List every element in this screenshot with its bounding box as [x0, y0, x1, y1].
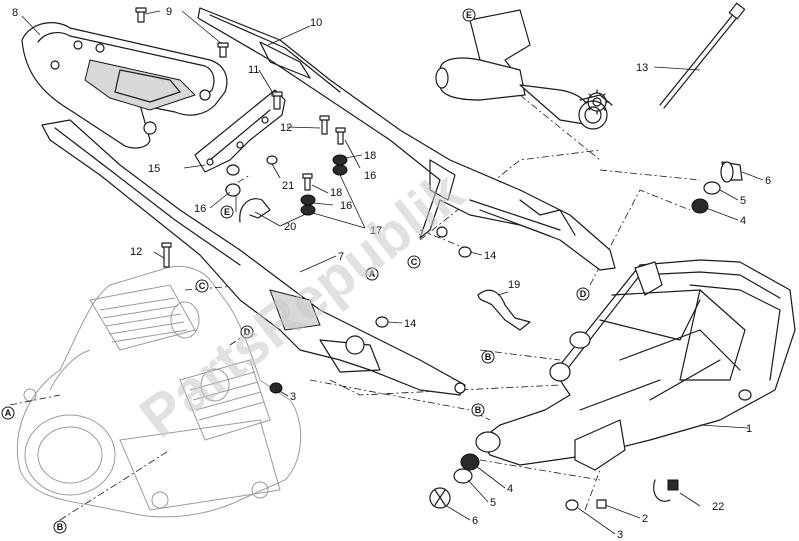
ref-marker-a-left: A: [1, 406, 15, 420]
clamp-19: [477, 289, 531, 331]
wire-clip-20: [239, 198, 271, 223]
svg-text:B: B: [475, 405, 482, 415]
ref-marker-b-bottom: B: [53, 520, 67, 534]
svg-text:E: E: [224, 207, 230, 217]
svg-text:C: C: [411, 257, 418, 267]
svg-text:A: A: [369, 269, 376, 279]
callout-11: 11: [248, 64, 259, 76]
callout-3b: 3: [617, 529, 623, 541]
subframe-upper-rail: [197, 7, 616, 271]
callout-9: 9: [166, 6, 172, 18]
svg-text:A: A: [5, 408, 12, 418]
callout-7: 7: [338, 251, 344, 263]
callout-15: 15: [148, 163, 160, 175]
hardware: [135, 7, 743, 511]
callout-13: 13: [636, 62, 648, 74]
callout-20: 20: [284, 221, 296, 233]
callout-4a: 4: [740, 215, 746, 227]
svg-text:C: C: [199, 281, 206, 291]
callout-14b: 14: [404, 318, 416, 330]
callout-18b: 18: [330, 187, 342, 199]
callout-18a: 18: [364, 150, 376, 162]
footrest-bracket: [435, 9, 613, 130]
callout-6b: 6: [472, 515, 478, 527]
svg-text:D: D: [580, 289, 587, 299]
engine-illustration: [16, 265, 302, 518]
ref-marker-c-frame: C: [407, 255, 421, 269]
callout-3a: 3: [290, 391, 296, 403]
callout-16b: 16: [364, 170, 376, 182]
callout-4b: 4: [507, 483, 513, 495]
callout-numbers: 1 2 3 3 4 4 5 5 6 6 7 8 9 10 11 12 12 13…: [12, 6, 771, 541]
reference-markers: A A B B B C C D: [1, 8, 590, 534]
leader-lines: [21, 10, 764, 535]
callout-16a: 16: [194, 203, 206, 215]
ref-marker-a-mid: A: [365, 267, 379, 281]
callout-12a: 12: [280, 122, 292, 134]
svg-text:D: D: [244, 327, 251, 337]
gear-icon: [584, 89, 610, 115]
callout-19: 19: [508, 279, 520, 291]
callout-6a: 6: [765, 175, 771, 187]
long-bolt-13: [659, 2, 746, 109]
callout-10: 10: [310, 17, 322, 29]
ref-marker-e-mid: E: [220, 205, 234, 219]
subframe-lower-rail: [41, 119, 466, 396]
callout-16c: 16: [340, 200, 352, 212]
ref-marker-b-right: B: [471, 403, 485, 417]
callout-8: 8: [12, 7, 18, 19]
callout-12b: 12: [130, 246, 142, 258]
main-frame: [475, 259, 796, 471]
ref-marker-c-engine: C: [195, 279, 209, 293]
callout-21: 21: [282, 180, 294, 192]
callout-14a: 14: [484, 250, 496, 262]
ref-marker-d-engine: D: [240, 325, 254, 339]
callout-22: 22: [712, 501, 724, 513]
svg-text:B: B: [57, 522, 64, 532]
ref-marker-b-mid: B: [481, 350, 495, 364]
luggage-rack: [21, 22, 228, 149]
callout-2: 2: [642, 513, 648, 525]
callout-5a: 5: [740, 195, 746, 207]
svg-text:E: E: [466, 10, 472, 20]
callout-5b: 5: [490, 497, 496, 509]
callout-1: 1: [746, 423, 752, 435]
ref-marker-e-top: E: [462, 8, 476, 22]
svg-text:B: B: [485, 352, 492, 362]
callout-17: 17: [370, 225, 382, 237]
ref-marker-d-frame: D: [576, 287, 590, 301]
